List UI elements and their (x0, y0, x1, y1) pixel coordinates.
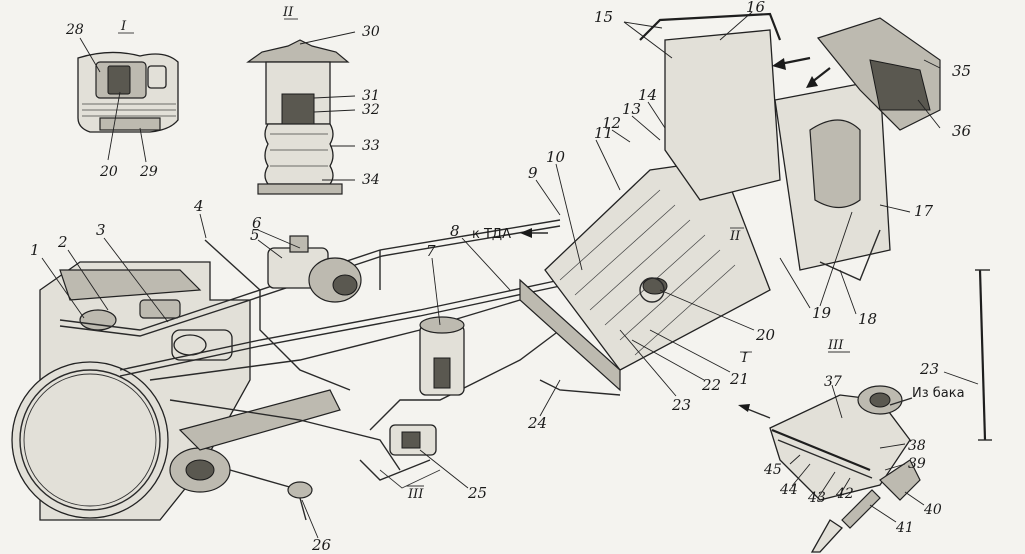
label-19: 19 (812, 304, 832, 322)
feed-arrows (772, 56, 831, 88)
label-32: 32 (362, 102, 380, 118)
label-38: 38 (908, 438, 926, 454)
inset-i-numeral: I (120, 19, 127, 34)
filter-26 (287, 481, 313, 521)
label-1: 1 (30, 241, 40, 259)
tank-16-17 (639, 12, 891, 281)
label-8: 8 (450, 222, 460, 240)
label-14: 14 (638, 86, 657, 104)
label-33: 33 (362, 138, 380, 154)
label-35: 35 (952, 62, 971, 80)
section-mark-iii: III (407, 487, 424, 502)
label-44: 44 (779, 482, 798, 498)
label-2: 2 (57, 233, 68, 251)
inset-ii: II 30 31 32 33 34 (246, 5, 380, 195)
label-29: 29 (139, 164, 158, 180)
label-16: 16 (746, 0, 766, 16)
label-26: 26 (311, 536, 332, 554)
label-36: 36 (952, 122, 972, 140)
fuel-filter-7 (419, 316, 465, 396)
label-41: 41 (895, 520, 914, 536)
section-mark-i: I (741, 351, 748, 366)
label-40: 40 (923, 502, 942, 518)
label-18: 18 (858, 310, 877, 328)
label-12: 12 (602, 114, 621, 132)
label-3: 3 (96, 221, 106, 239)
inset-iii-numeral: III (827, 338, 844, 353)
label-23: 23 (671, 396, 691, 414)
label-6: 6 (252, 214, 262, 232)
label-22: 22 (701, 376, 721, 394)
label-42: 42 (835, 486, 854, 502)
gauge-rod-23 (943, 269, 992, 441)
label-11: 11 (594, 124, 613, 142)
inset-ii-numeral: II (282, 5, 294, 20)
label-21: 21 (729, 370, 749, 388)
label-17: 17 (914, 202, 934, 220)
inset-iii: III Из бака 37 38 39 40 41 42 43 44 45 (738, 338, 965, 553)
label-7: 7 (426, 242, 436, 260)
label-20-inset: 20 (99, 164, 118, 180)
fuel-lines (59, 79, 761, 491)
label-43: 43 (807, 490, 826, 506)
label-28: 28 (65, 22, 84, 38)
main-callouts: 1 2 3 4 5 6 7 8 9 10 11 12 13 14 15 16 1… (30, 0, 972, 554)
label-23-rod: 23 (919, 360, 939, 378)
fuel-tank-11 (519, 159, 771, 392)
label-45: 45 (763, 462, 782, 478)
label-4: 4 (193, 197, 204, 215)
section-mark-ii: II (729, 229, 741, 244)
label-30: 30 (362, 24, 380, 40)
fuel-pump-5-6 (267, 235, 362, 303)
engine-assembly (11, 261, 341, 521)
label-10: 10 (546, 148, 566, 166)
label-31: 31 (362, 88, 380, 104)
label-from-tank: Из бака (912, 386, 965, 401)
arrow-label: к ТДА (472, 227, 511, 242)
label-34: 34 (362, 172, 380, 188)
label-20: 20 (755, 326, 776, 344)
section-marks: I II III (379, 227, 752, 502)
tank-35-36 (816, 17, 941, 131)
label-39: 39 (908, 456, 926, 472)
label-25: 25 (467, 484, 487, 502)
label-24: 24 (527, 414, 547, 432)
label-9: 9 (528, 164, 538, 182)
arrow-to-tda: к ТДА (472, 227, 548, 242)
label-13: 13 (622, 100, 641, 118)
fuel-pump-25 (389, 424, 437, 456)
inset-i: I 28 20 29 (65, 19, 179, 180)
label-5: 5 (250, 226, 260, 244)
label-15: 15 (594, 8, 613, 26)
label-37: 37 (824, 374, 842, 390)
